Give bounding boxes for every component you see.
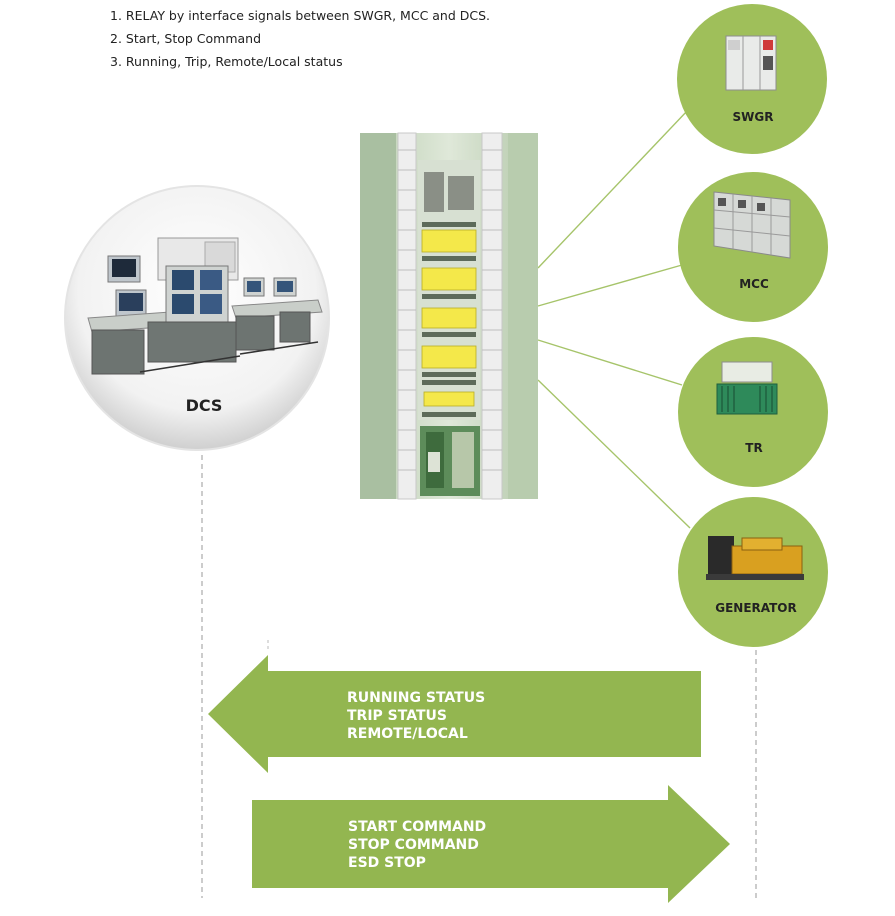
command-line-stop: STOP COMMAND	[348, 837, 479, 853]
notes-list: 1. RELAY by interface signals between SW…	[110, 4, 490, 73]
generator-icon	[706, 536, 804, 580]
status-arrow	[208, 655, 701, 773]
status-line-running: RUNNING STATUS	[347, 690, 486, 706]
command-line-start: START COMMAND	[348, 819, 487, 835]
connector-lines	[537, 109, 691, 529]
note-1: 1. RELAY by interface signals between SW…	[110, 8, 491, 23]
swgr-label: SWGR	[732, 110, 774, 124]
status-line-trip: TRIP STATUS	[347, 708, 447, 724]
command-arrow	[252, 785, 730, 903]
command-arrow-text: START COMMAND STOP COMMAND ESD STOP	[348, 818, 486, 872]
tr-node	[678, 337, 828, 487]
note-2: 2. Start, Stop Command	[110, 31, 262, 46]
connector-mcc	[537, 264, 683, 307]
dcs-node	[64, 185, 330, 451]
transformer-icon	[716, 361, 778, 415]
status-arrow-text: RUNNING STATUS TRIP STATUS REMOTE/LOCAL	[347, 689, 485, 743]
generator-label: GENERATOR	[715, 601, 797, 615]
note-3: 3. Running, Trip, Remote/Local status	[110, 54, 343, 69]
swgr-node	[677, 4, 827, 154]
dcs-label: DCS	[185, 396, 223, 415]
switchgear-icon	[725, 35, 777, 91]
connector-tr	[537, 339, 683, 386]
relay-panel-image	[360, 132, 538, 500]
mcc-node	[678, 172, 828, 322]
dcs-workstation-icon	[87, 237, 323, 375]
connector-swgr	[537, 109, 689, 269]
tr-label: TR	[745, 441, 763, 455]
generator-node	[678, 497, 828, 647]
connector-generator	[537, 379, 691, 529]
mcc-panel-icon	[713, 191, 791, 259]
mcc-label: MCC	[739, 277, 769, 291]
status-line-remote-local: REMOTE/LOCAL	[347, 726, 468, 742]
command-line-esd: ESD STOP	[348, 855, 426, 871]
